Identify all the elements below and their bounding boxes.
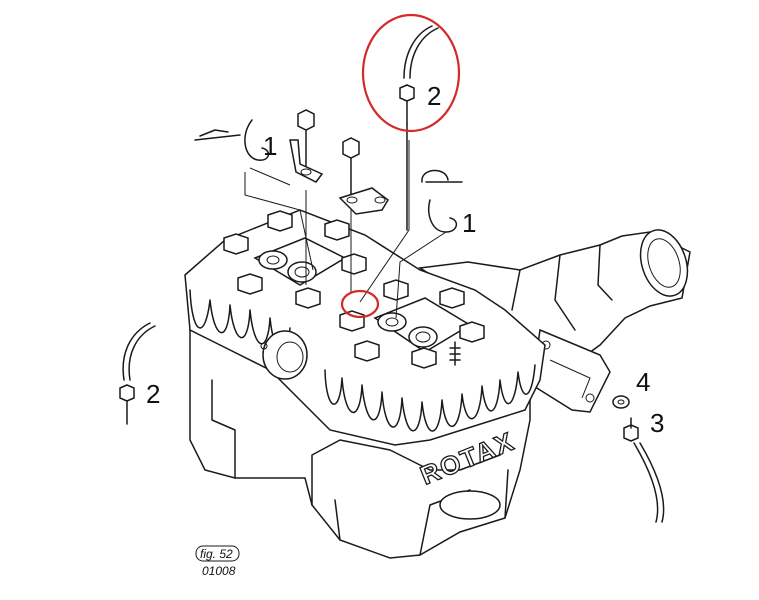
callout-4-washer: 4: [636, 367, 650, 397]
highlight-hole-circle: [340, 289, 380, 319]
callout-1-clip: 1: [263, 131, 277, 161]
figure-number: fig. 52: [200, 547, 233, 561]
callout-1-clamp: 1: [462, 208, 476, 238]
callout-2-side-sensor: 2: [146, 379, 160, 409]
callout-3-sensor: 3: [650, 408, 664, 438]
engine-block: ROTAX: [184, 209, 546, 559]
exhaust-manifold: [417, 229, 691, 413]
highlight-sensor-circle: [361, 13, 461, 133]
figure-code: 01008: [202, 564, 236, 578]
callout-2-top-sensor: 2: [427, 81, 441, 111]
figure-label: fig. 52 01008: [195, 545, 240, 578]
exploded-parts: [119, 25, 665, 523]
